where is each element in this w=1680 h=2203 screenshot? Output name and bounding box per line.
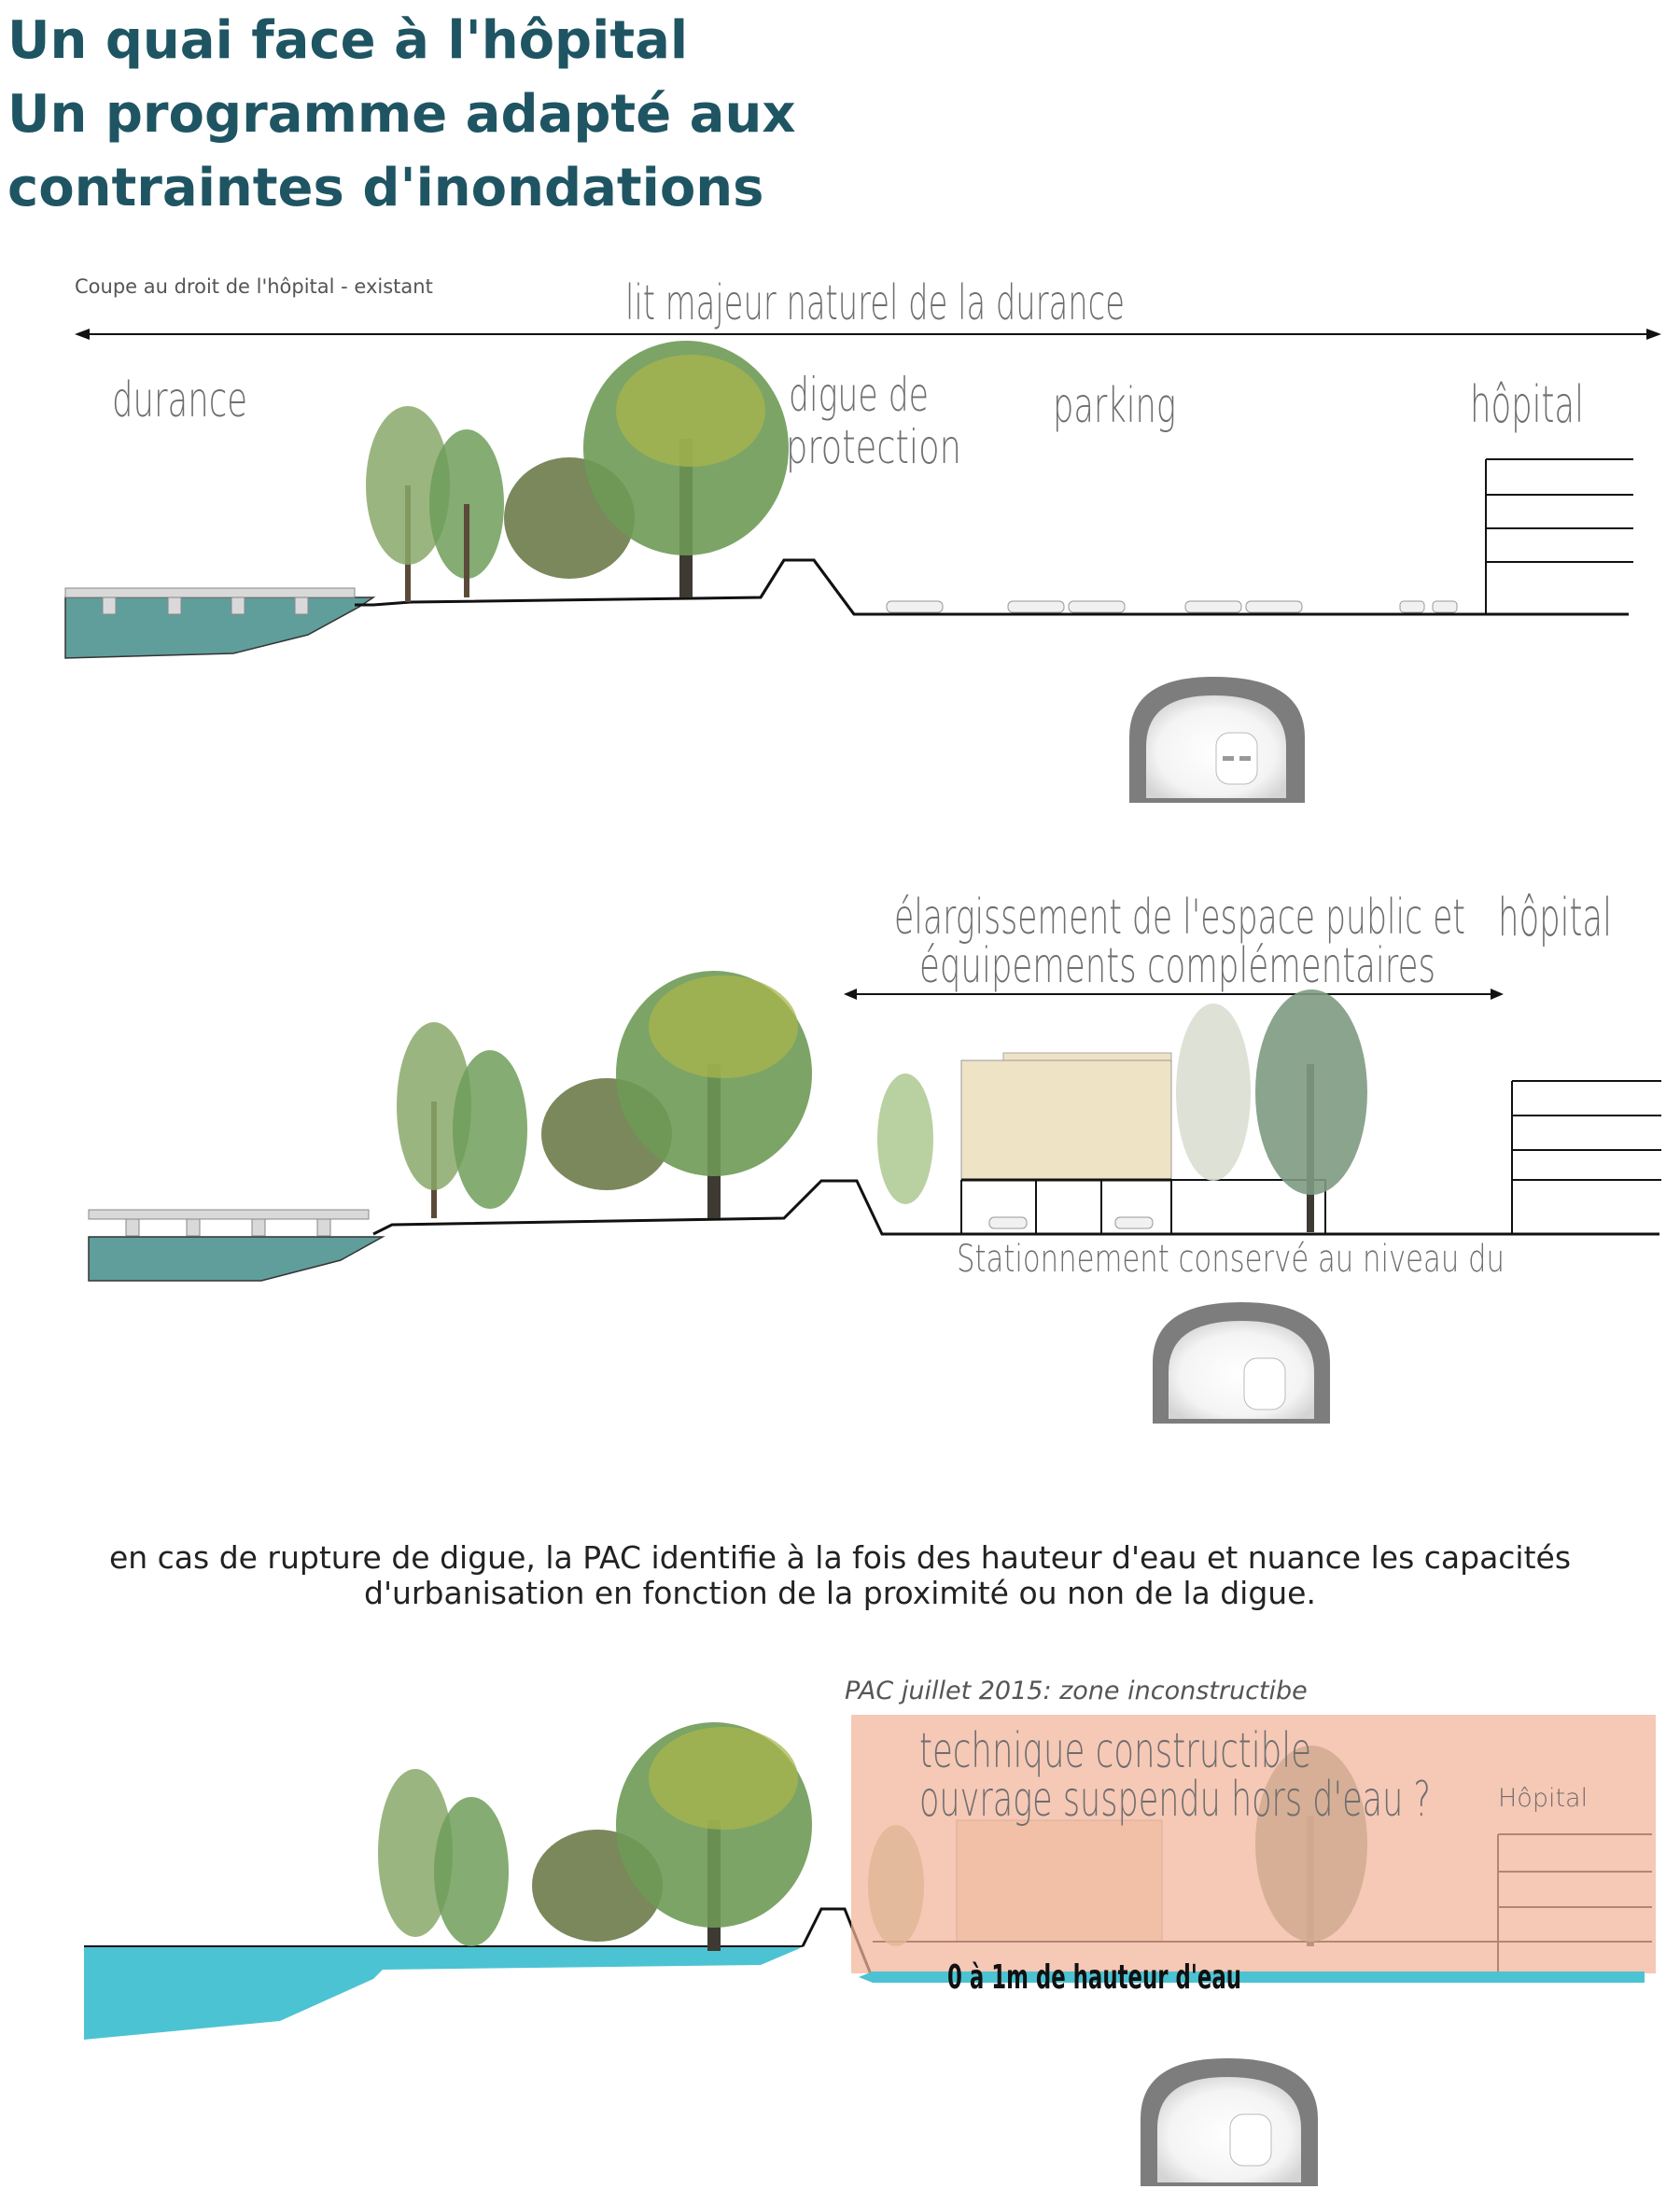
question-line-2: ouvrage suspendu hors d'eau ? xyxy=(919,1772,1431,1828)
bridge xyxy=(88,1209,370,1237)
section-flood: PAC juillet 2015: zone inconstructibe te… xyxy=(84,1677,1656,2186)
levee xyxy=(759,558,856,615)
section-caption: Coupe au droit de l'hôpital - existant xyxy=(75,275,433,298)
hospital-building xyxy=(1485,458,1633,614)
hospital-building xyxy=(1511,1080,1661,1234)
section-project: élargissement de l'espace public et équi… xyxy=(88,888,1661,1424)
title-line-2: Un programme adapté aux xyxy=(7,84,796,145)
caption-line-1: en cas de rupture de digue, la PAC ident… xyxy=(108,1539,1572,1576)
parked-cars xyxy=(886,600,1458,613)
new-building xyxy=(960,1052,1172,1234)
section-existing: Coupe au droit de l'hôpital - existant l… xyxy=(64,275,1661,803)
flood-water-strip xyxy=(859,1971,1645,1983)
label-hopital: Hôpital xyxy=(1498,1784,1588,1813)
ground-profile xyxy=(372,1179,1659,1236)
title-line-3: contraintes d'inondations xyxy=(7,158,764,218)
tunnel-section xyxy=(1141,2058,1318,2186)
riverside-trees xyxy=(397,971,812,1218)
parking-note: Stationnement conservé au niveau du xyxy=(957,1238,1505,1281)
river-water xyxy=(88,1236,385,1282)
riverside-trees xyxy=(366,341,789,602)
label-elargissement-1: élargissement de l'espace public et xyxy=(894,890,1465,946)
label-elargissement-2: équipements complémentaires xyxy=(919,938,1435,994)
page-title: Un quai face à l'hôpital Un programme ad… xyxy=(7,4,795,225)
label-hopital: hôpital xyxy=(1498,888,1612,948)
label-hopital: hôpital xyxy=(1470,375,1584,434)
bridge xyxy=(64,587,356,615)
label-digue-1: digue de xyxy=(789,368,929,422)
label-digue-2: protection xyxy=(786,420,961,474)
title-line-1: Un quai face à l'hôpital xyxy=(7,10,689,71)
pac-note: PAC juillet 2015: zone inconstructibe xyxy=(845,1677,1308,1705)
caption-line-2: d'urbanisation en fonction de la proximi… xyxy=(364,1575,1316,1611)
flood-zone xyxy=(851,1715,1656,1973)
tunnel-section xyxy=(1153,1302,1330,1424)
tunnel-section xyxy=(1129,677,1305,803)
question-line-1: technique constructible xyxy=(919,1723,1311,1779)
label-durance: durance xyxy=(112,372,247,428)
riverside-trees xyxy=(378,1722,812,1951)
public-space-arrow xyxy=(844,989,1504,1000)
lit-majeur-arrow xyxy=(75,329,1661,340)
water-height-label: 0 à 1m de hauteur d'eau xyxy=(947,1958,1241,1997)
flood-caption: en cas de rupture de digue, la PAC ident… xyxy=(0,1540,1680,1611)
park-trees xyxy=(877,989,1367,1232)
label-parking: parking xyxy=(1053,378,1176,434)
span-label: lit majeur naturel de la durance xyxy=(625,275,1125,331)
flood-water-river xyxy=(84,1946,803,2040)
